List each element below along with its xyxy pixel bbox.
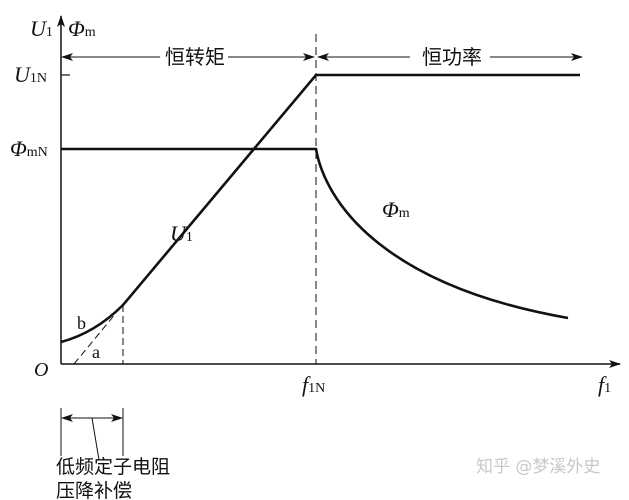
u1-curve [60,73,580,344]
annotation-leader [91,417,100,461]
region-constant-power: 恒功率 [422,45,482,69]
curve-label-a: a [92,342,100,362]
region-constant-torque: 恒转矩 [165,45,225,69]
annotation-line1: 低频定子电阻 [56,456,170,478]
annotation-line2: 压降补偿 [56,480,132,500]
curve-label-b: b [77,313,86,333]
curve-label-phim: Φm [382,197,410,222]
x-label-f1: f1 [598,372,611,397]
tick-f1n: f1N [302,372,325,397]
tick-u1n: U1N [14,62,47,87]
watermark: 知乎 @梦溪外史 [476,457,600,477]
curve-label-u1: U1 [170,221,193,246]
tick-phimn: ΦmN [10,136,48,161]
curve-a-dashed [73,312,117,365]
origin-label: O [34,359,48,381]
y-label-phim: Φm [68,16,96,41]
y-label-u1: U1 [30,16,53,41]
phim-curve [61,147,569,320]
